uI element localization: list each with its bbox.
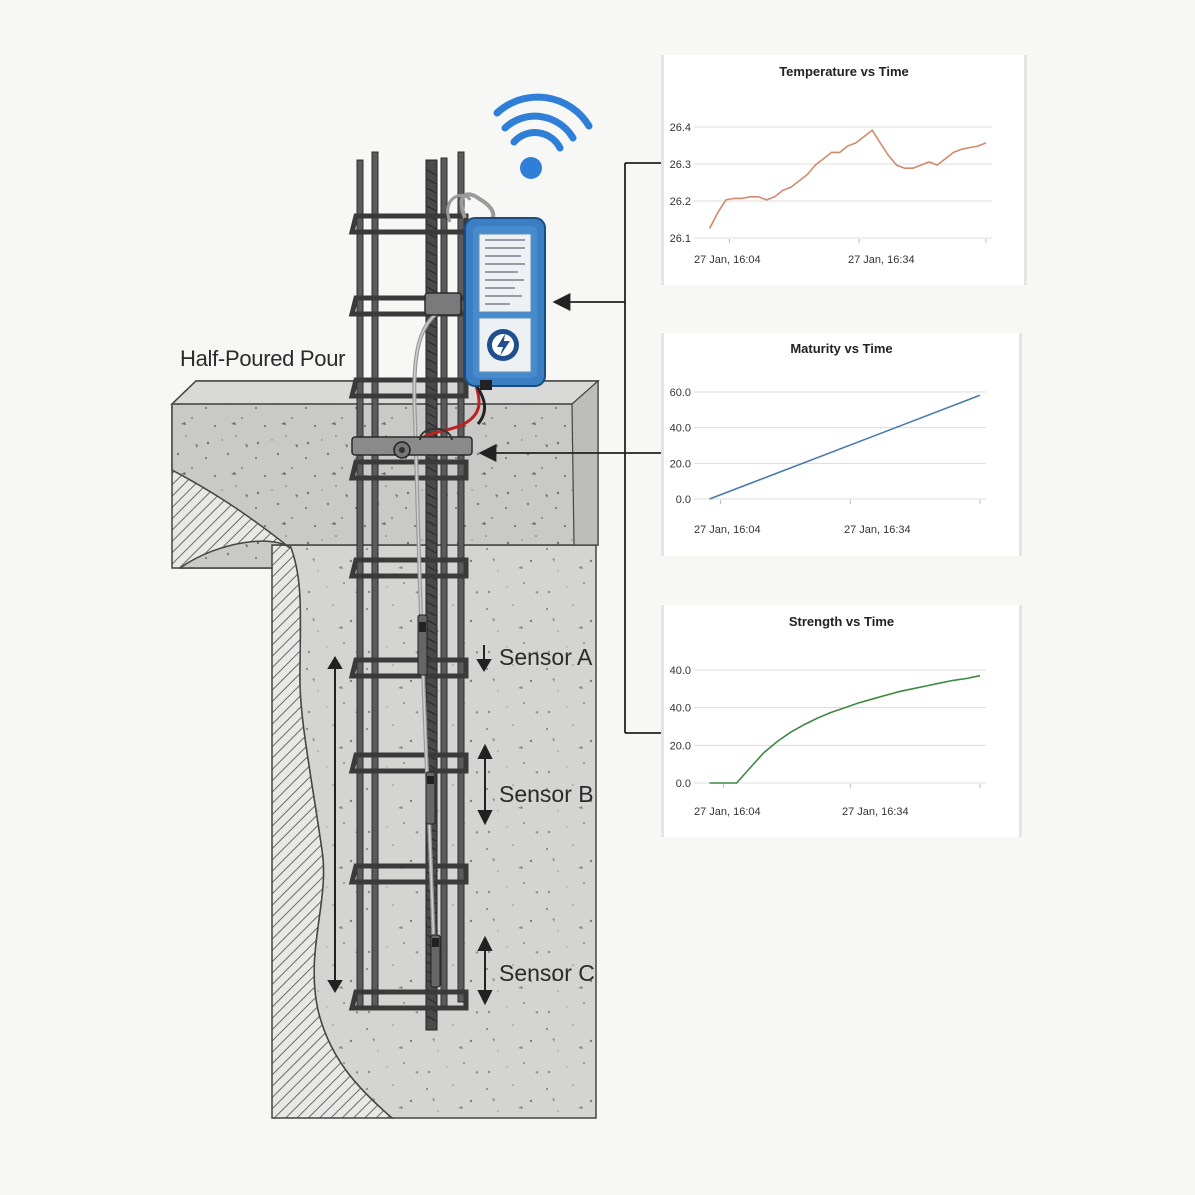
y-tick-label: 40.0 [670,703,691,715]
y-tick-label: 26.2 [670,196,691,208]
chart-plot: 26.1 26.2 26.3 26.4 27 Jan, 16:04 27 Jan, 16:… [670,122,992,266]
series-line [708,129,987,229]
connector-lines [478,162,661,734]
series-line [709,674,981,784]
y-tick-label: 26.3 [670,159,691,171]
y-tick-label: 26.4 [670,122,691,134]
y-tick-label: 20.0 [670,740,691,752]
y-tick-label: 20.0 [670,458,691,470]
x-tick-label: 27 Jan, 16:04 [694,806,761,818]
y-tick-label: 40.0 [670,665,691,677]
mounting-clamp-lower [351,427,473,459]
depth-arrows [327,645,493,1006]
chart-title: Strength vs Time [788,614,895,629]
sensor-probe-b [425,771,436,825]
wifi-icon [493,93,593,179]
concrete-upper [171,380,599,569]
y-tick-label: 26.1 [670,233,691,245]
y-tick-label: 0.0 [676,778,691,790]
series-line [709,394,981,500]
y-tick-label: 0.0 [676,494,691,506]
maturity-chart: Maturity vs Time 0.0 20.0 40.0 60.0 27 Jan, … [661,333,1022,556]
chart-title: Temperature vs Time [779,64,909,79]
strength-chart: Strength vs Time 0.0 20.0 40.0 40.0 27 Jan, … [661,605,1022,837]
rebar-cage [348,151,469,1031]
sensor-c-label: Sensor C [499,960,595,986]
y-tick-label: 40.0 [670,423,691,435]
x-tick-label: 27 Jan, 16:34 [844,524,911,536]
x-tick-label: 27 Jan, 16:04 [694,524,761,536]
chart-plot: 0.0 20.0 40.0 60.0 27 Jan, 16:04 27 Jan, 16:3… [670,387,986,536]
x-tick-label: 27 Jan, 16:34 [842,806,909,818]
x-tick-label: 27 Jan, 16:04 [694,254,761,266]
sensor-probe-c [430,934,441,988]
sensor-probe-a [417,614,428,676]
data-logger-icon [464,217,546,390]
pour-label: Half-Poured Pour [180,346,346,371]
temperature-chart: Temperature vs Time 26.1 26.2 26.3 26.4 27 J… [661,55,1027,285]
mounting-clamp-upper [424,292,462,316]
sensor-a-label: Sensor A [499,644,593,670]
concrete-column [170,379,600,1119]
chart-plot: 0.0 20.0 40.0 40.0 27 Jan, 16:04 27 Jan, 16:3… [670,665,986,818]
chart-title: Maturity vs Time [790,341,893,356]
x-tick-label: 27 Jan, 16:34 [848,254,915,266]
sensor-b-label: Sensor B [499,781,594,807]
y-tick-label: 60.0 [670,387,691,399]
